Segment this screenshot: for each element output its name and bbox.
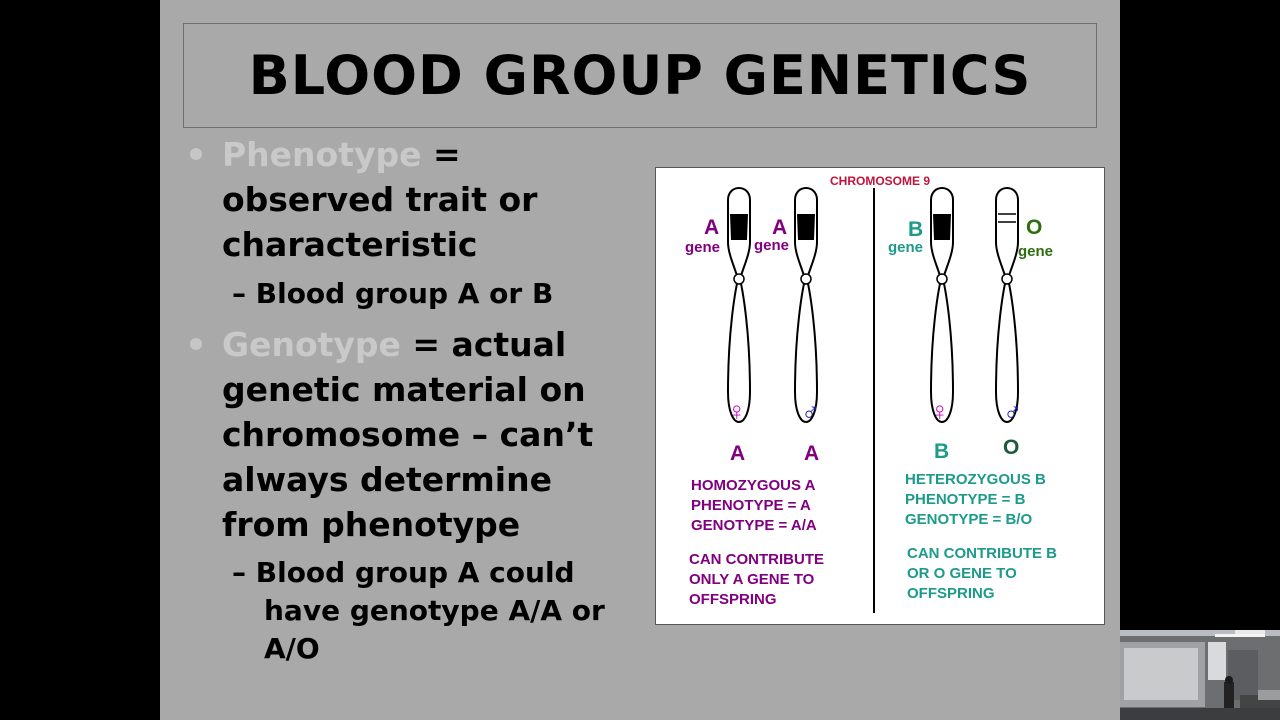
- sub-phenotype-text: Blood group A or B: [255, 277, 554, 310]
- right-description-3: GENOTYPE = B/O: [905, 511, 1033, 528]
- chromosome-a-female: [727, 187, 751, 423]
- chromosome-b-female: [930, 187, 954, 423]
- left-contribution-3: OFFSPRING: [689, 591, 777, 608]
- genotype-equals: = actual: [400, 325, 567, 364]
- term-phenotype: Phenotype: [222, 135, 422, 174]
- chromosome-a-male: [794, 187, 818, 423]
- term-genotype: Genotype: [222, 325, 401, 364]
- figure-title: CHROMOSOME 9: [829, 174, 930, 188]
- left-description-2: PHENOTYPE = A: [691, 497, 811, 514]
- gene-word-o: gene: [1018, 243, 1054, 260]
- sub-phenotype: – Blood group A or B: [232, 275, 553, 313]
- right-contribution-1: CAN CONTRIBUTE B: [907, 545, 1057, 562]
- gene-letter-b: B: [908, 218, 924, 241]
- webcam-thumbnail: [1120, 630, 1280, 720]
- bullet-dot-phenotype: [190, 148, 202, 160]
- bullet-genotype-line3: chromosome – can’t: [222, 415, 594, 454]
- male-symbol-left-icon: ♂: [801, 396, 821, 426]
- sub-genotype-line1: – Blood group A could: [232, 554, 575, 592]
- female-symbol-right-icon: ♀: [930, 396, 950, 426]
- allele-right-male: O: [1003, 436, 1020, 459]
- right-description-2: PHENOTYPE = B: [905, 491, 1026, 508]
- title-box: BLOOD GROUP GENETICS: [183, 23, 1097, 128]
- phenotype-equals: =: [421, 135, 461, 174]
- bullet-phenotype-line3: characteristic: [222, 225, 478, 264]
- allele-left-male: A: [804, 442, 820, 465]
- slide: BLOOD GROUP GENETICS Phenotype = observe…: [160, 0, 1120, 720]
- figure-divider: [873, 188, 875, 613]
- sub-dash: –: [232, 277, 256, 310]
- bullet-genotype-line5: from phenotype: [222, 505, 521, 544]
- bullet-genotype-line4: always determine: [222, 460, 552, 499]
- bullet-genotype-line1: Genotype = actual: [222, 322, 566, 367]
- gene-word-a1: gene: [685, 239, 721, 256]
- left-contribution-1: CAN CONTRIBUTE: [689, 551, 824, 568]
- right-contribution-3: OFFSPRING: [907, 585, 995, 602]
- sub-genotype-line2: have genotype A/A or: [264, 594, 605, 627]
- gene-word-b: gene: [888, 239, 924, 256]
- sub-dash: –: [232, 556, 256, 589]
- allele-right-female: B: [934, 440, 950, 463]
- gene-letter-a1: A: [704, 216, 720, 239]
- right-description-1: HETEROZYGOUS B: [905, 471, 1046, 488]
- chromosome-o-male: [995, 187, 1019, 423]
- bullet-phenotype-line2: observed trait or: [222, 180, 538, 219]
- chromosome-figure: CHROMOSOME 9: [655, 167, 1105, 625]
- sub-genotype-line3: A/O: [264, 632, 320, 665]
- chromosome-drawings: [727, 187, 1019, 423]
- gene-letter-a2: A: [772, 216, 788, 239]
- gene-word-a2: gene: [754, 237, 790, 254]
- bullet-dot-genotype: [190, 338, 202, 350]
- gene-letter-o: O: [1026, 216, 1043, 239]
- slide-title: BLOOD GROUP GENETICS: [248, 44, 1032, 107]
- left-contribution-2: ONLY A GENE TO: [689, 571, 815, 588]
- right-contribution-2: OR O GENE TO: [907, 565, 1017, 582]
- left-description-1: HOMOZYGOUS A: [691, 477, 816, 494]
- sub-genotype-text1: Blood group A could: [255, 556, 575, 589]
- male-symbol-right-icon: ♂: [1003, 396, 1023, 426]
- female-symbol-left-icon: ♀: [727, 396, 747, 426]
- bullet-phenotype-line1: Phenotype =: [222, 132, 461, 177]
- allele-left-female: A: [730, 442, 746, 465]
- webcam-scene: [1120, 630, 1280, 720]
- left-description-3: GENOTYPE = A/A: [691, 517, 817, 534]
- bullet-genotype-line2: genetic material on: [222, 370, 586, 409]
